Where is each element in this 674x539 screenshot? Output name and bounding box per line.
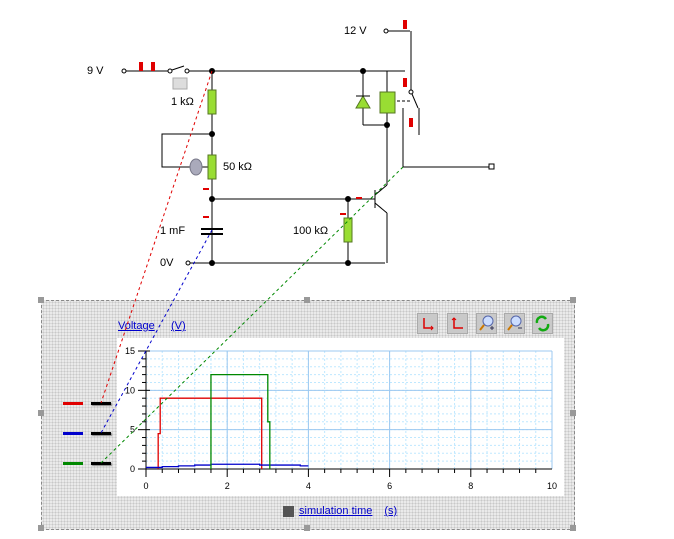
y-axis-unit-link[interactable]: (V) [171,320,186,332]
potentiometer-50k[interactable] [207,154,217,180]
resize-handle[interactable] [570,297,576,303]
resistor-1k[interactable] [207,89,217,115]
zoom-x-axis-button[interactable] [417,313,438,334]
zoom-out-icon [507,315,522,331]
label-9v: 9 V [87,65,104,77]
refresh-icon [535,315,550,332]
resize-handle[interactable] [38,297,44,303]
pot-knob[interactable] [189,158,203,176]
resize-handle[interactable] [570,525,576,531]
resize-handle[interactable] [304,525,310,531]
resize-handle[interactable] [38,525,44,531]
plot-area[interactable] [117,338,564,496]
terminal-12v[interactable] [383,28,389,34]
label-0v: 0V [160,257,174,269]
relay-coil[interactable] [379,91,396,114]
terminal-9v[interactable] [121,68,127,74]
legend-blue-probe [63,432,83,435]
legend-green-probe [63,462,83,465]
switch[interactable] [171,65,185,71]
legend-red-probe [63,402,83,405]
label-1mf: 1 mF [160,225,186,237]
label-100k: 100 kΩ [293,225,329,237]
resistor-100k[interactable] [343,217,353,243]
label-50k: 50 kΩ [223,161,253,173]
axis-y-icon [451,317,463,329]
output-terminal[interactable] [488,163,495,170]
diode[interactable] [355,95,371,109]
refresh-button[interactable] [532,313,553,334]
y-axis-quantity-link[interactable]: Voltage [118,320,155,332]
x-axis-unit-link[interactable]: (s) [384,505,398,517]
zoom-out-button[interactable] [504,313,525,334]
zoom-in-button[interactable] [476,313,497,334]
probe-green-handle[interactable] [91,462,111,465]
circuit-schematic [121,20,495,266]
resize-handle[interactable] [304,297,310,303]
zoom-in-icon [479,315,494,331]
switch-button[interactable] [172,77,188,90]
zoom-y-axis-button[interactable] [447,313,468,334]
x-axis-menu-arrow-icon[interactable] [283,505,294,517]
axis-x-icon [423,318,434,331]
label-12v: 12 V [344,25,367,37]
probe-blue-handle[interactable] [91,432,111,435]
probe-red-handle[interactable] [91,402,111,405]
x-axis-label-row: simulation time (s) [283,505,409,517]
resize-handle[interactable] [38,410,44,416]
x-axis-quantity-link[interactable]: simulation time [299,505,373,517]
resize-handle[interactable] [570,410,576,416]
label-1k: 1 kΩ [171,96,194,108]
terminal-0v[interactable] [185,260,191,266]
